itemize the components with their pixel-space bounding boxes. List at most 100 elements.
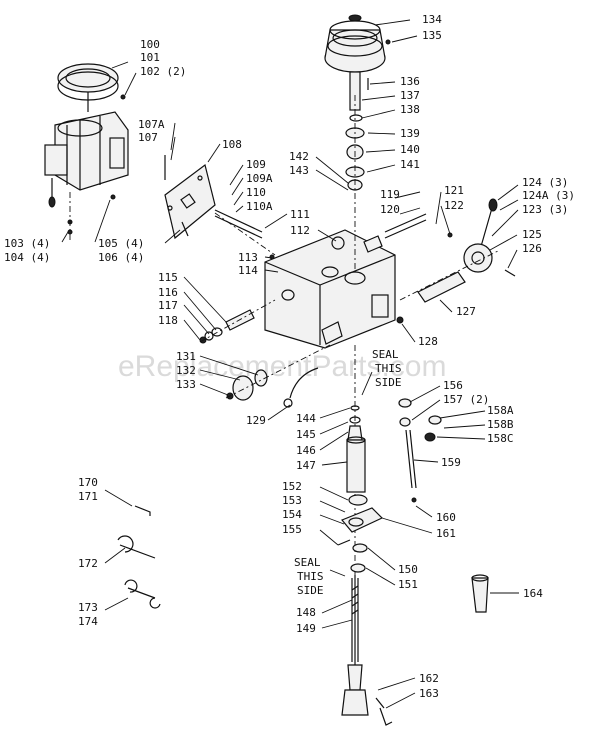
label-152: 152 — [282, 480, 302, 493]
seal-note-top-line1: SEAL — [372, 348, 399, 361]
label-113: 113 — [238, 251, 258, 264]
chuck-key-part — [124, 579, 161, 609]
seal-note-bottom-line3: SIDE — [297, 584, 324, 597]
motor-pulley-part — [57, 63, 119, 93]
hex-key-part — [134, 505, 151, 516]
label-117: 117 — [158, 299, 178, 312]
label-171: 171 — [78, 490, 98, 503]
label-154: 154 — [282, 508, 302, 521]
label-146: 146 — [296, 444, 316, 457]
quill-assembly — [337, 345, 393, 726]
head-casting-part — [264, 229, 396, 349]
sprocket-part — [232, 375, 254, 401]
label-159: 159 — [441, 456, 461, 469]
feed-handle-assembly — [363, 198, 516, 324]
label-115: 115 — [158, 271, 178, 284]
watermark: eReplacementParts.com — [118, 350, 446, 383]
label-155: 155 — [282, 523, 302, 536]
label-170: 170 — [78, 476, 98, 489]
label-138: 138 — [400, 103, 420, 116]
label-161: 161 — [436, 527, 456, 540]
label-156: 156 — [443, 379, 463, 392]
label-120: 120 — [380, 203, 400, 216]
motor-bracket — [164, 155, 216, 240]
label-129: 129 — [246, 414, 266, 427]
label-100: 100 — [140, 38, 160, 51]
seal-note-top-line2: THIS — [375, 362, 402, 375]
label-163: 163 — [419, 687, 439, 700]
drill-chuck-part — [341, 689, 369, 716]
label-122: 122 — [444, 199, 464, 212]
arbor-part — [471, 577, 489, 613]
label-107: 107 — [138, 131, 158, 144]
label-123: 123 (3) — [522, 203, 568, 216]
label-118: 118 — [158, 314, 178, 327]
label-119: 119 — [380, 188, 400, 201]
label-132: 132 — [176, 364, 196, 377]
label-126: 126 — [522, 242, 542, 255]
label-143: 143 — [289, 164, 309, 177]
label-157: 157 (2) — [443, 393, 489, 406]
depth-rod-parts — [398, 398, 442, 503]
label-109: 109 — [246, 158, 266, 171]
tools — [117, 505, 161, 609]
label-158B: 158B — [487, 418, 514, 431]
leader-lines — [61, 19, 519, 709]
feed-hub-part — [463, 243, 493, 273]
label-124: 124 (3) — [522, 176, 568, 189]
label-164: 164 — [523, 587, 543, 600]
seal-note-bottom-line1: SEAL — [294, 556, 321, 569]
seal-note-bottom-line2: THIS — [297, 570, 324, 583]
label-105: 105 (4) — [98, 237, 144, 250]
label-150: 150 — [398, 563, 418, 576]
spanner-wrench-part — [117, 535, 156, 559]
label-111: 111 — [290, 208, 310, 221]
label-128: 128 — [418, 335, 438, 348]
label-153: 153 — [282, 494, 302, 507]
label-144: 144 — [296, 412, 316, 425]
label-151: 151 — [398, 578, 418, 591]
arbor-164 — [471, 574, 489, 613]
label-158A: 158A — [487, 404, 514, 417]
label-139: 139 — [400, 127, 420, 140]
label-145: 145 — [296, 428, 316, 441]
label-174: 174 — [78, 615, 98, 628]
switch-box-part — [44, 144, 68, 176]
part-labels: 100 101 102 (2) 103 (4) 104 (4) 105 (4) … — [4, 13, 575, 700]
label-109A: 109A — [246, 172, 273, 185]
label-136: 136 — [400, 75, 420, 88]
label-110: 110 — [246, 186, 266, 199]
label-106: 106 (4) — [98, 251, 144, 264]
label-108: 108 — [222, 138, 242, 151]
head-casting — [264, 229, 396, 349]
label-133: 133 — [176, 378, 196, 391]
label-142: 142 — [289, 150, 309, 163]
quill-part — [346, 439, 366, 493]
label-127: 127 — [456, 305, 476, 318]
label-141: 141 — [400, 158, 420, 171]
label-107A: 107A — [138, 118, 165, 131]
label-148: 148 — [296, 606, 316, 619]
label-135: 135 — [422, 29, 442, 42]
label-102: 102 (2) — [140, 65, 186, 78]
label-149: 149 — [296, 622, 316, 635]
label-116: 116 — [158, 286, 178, 299]
motor-assembly — [44, 63, 129, 240]
label-114: 114 — [238, 264, 258, 277]
label-160: 160 — [436, 511, 456, 524]
label-140: 140 — [400, 143, 420, 156]
label-147: 147 — [296, 459, 316, 472]
label-112: 112 — [290, 224, 310, 237]
pinion-shaft-part — [417, 271, 466, 303]
label-101: 101 — [140, 51, 160, 64]
feed-shaft-parts — [199, 209, 345, 408]
seal-note-top-line3: SIDE — [375, 376, 402, 389]
label-110A: 110A — [246, 200, 273, 213]
label-173: 173 — [78, 601, 98, 614]
label-134: 134 — [422, 13, 442, 26]
label-104: 104 (4) — [4, 251, 50, 264]
label-124A: 124A (3) — [522, 189, 575, 202]
label-125: 125 — [522, 228, 542, 241]
